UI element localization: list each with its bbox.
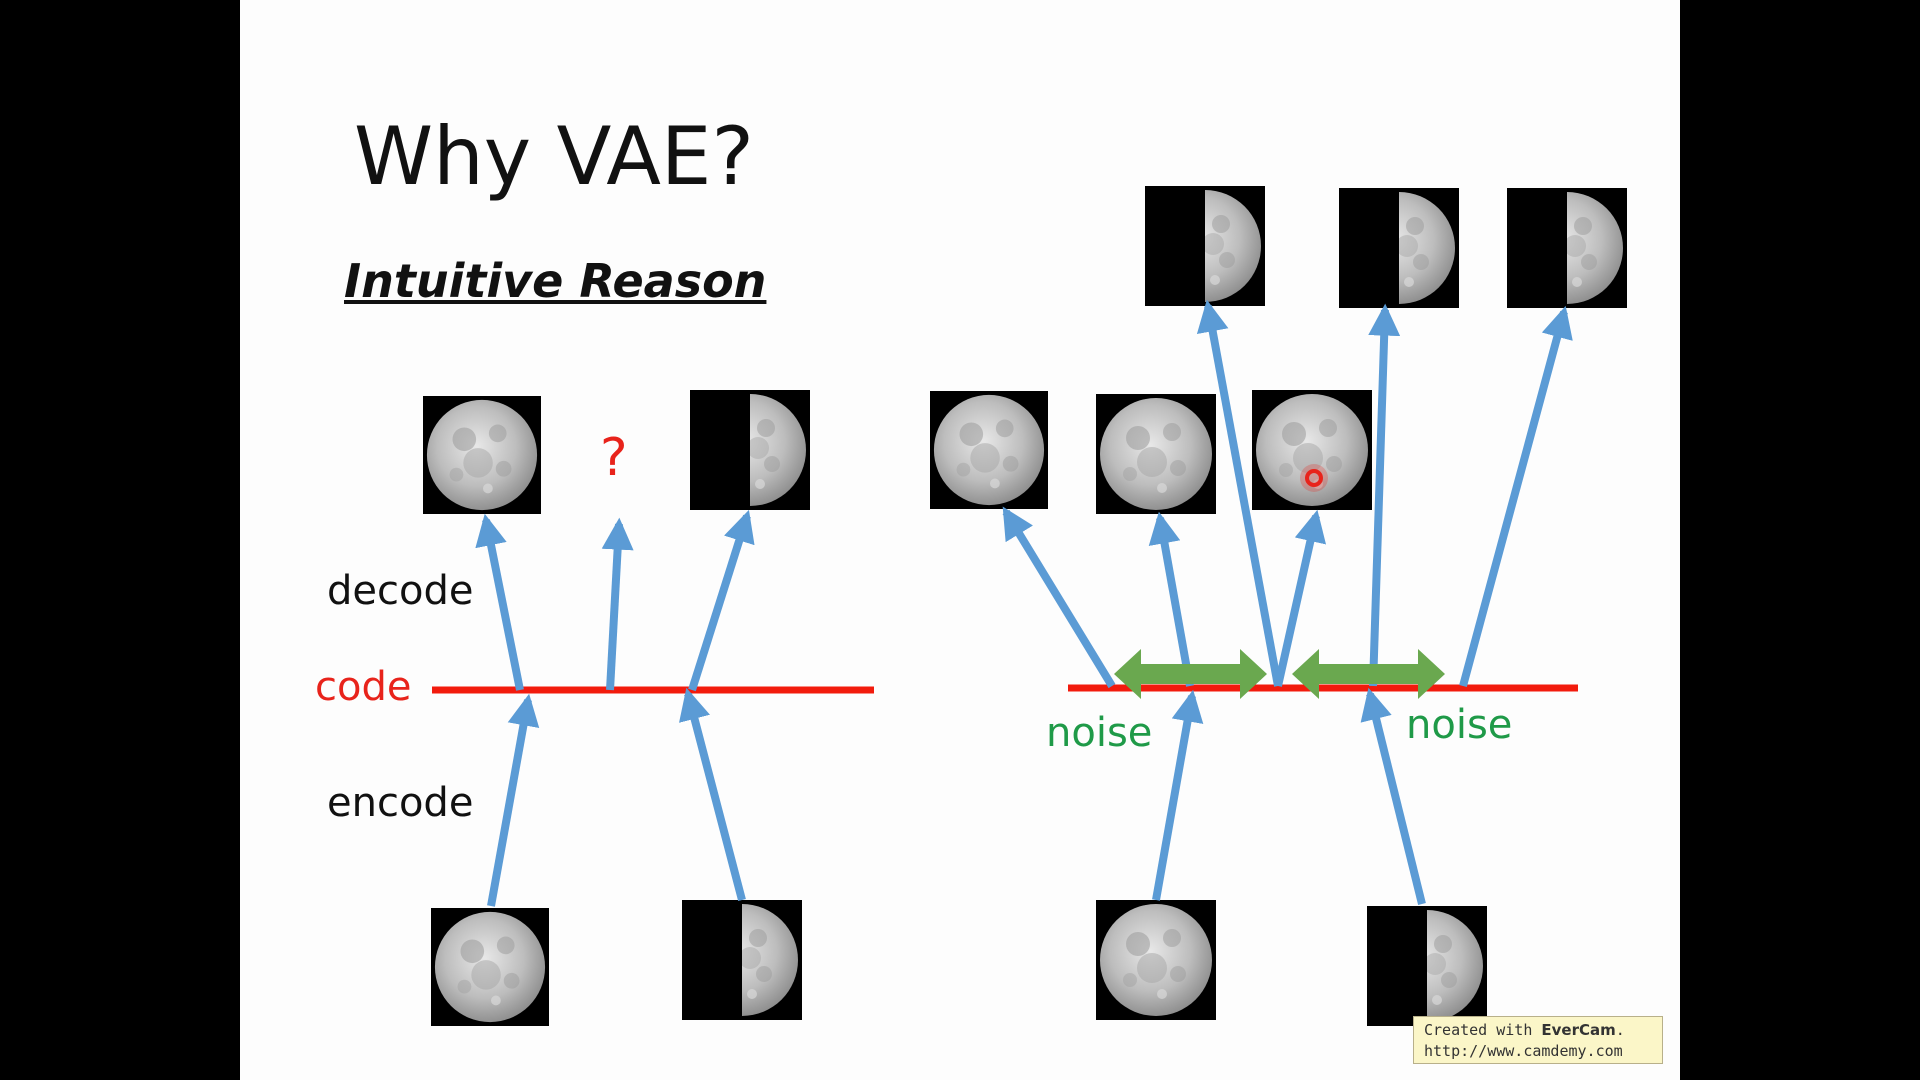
decode-arrow-r5 (1368, 303, 1401, 687)
encode-arrow-r2 (1360, 687, 1426, 905)
question-mark: ? (600, 428, 628, 488)
encode-arrow-1 (487, 693, 540, 907)
decode-arrow-2 (601, 517, 634, 691)
moon-half-input-right (1367, 906, 1487, 1026)
cursor-marker (1305, 469, 1323, 487)
slide-title: Why VAE? (354, 110, 754, 203)
left-arrows (475, 509, 755, 907)
noise-arrow-right (1292, 649, 1445, 699)
evercam-watermark[interactable]: Created with EverCam. http://www.camdemy… (1413, 1016, 1663, 1064)
decode-arrow-r4 (1274, 509, 1327, 687)
decode-arrow-3 (688, 509, 755, 692)
watermark-url[interactable]: http://www.camdemy.com (1424, 1042, 1623, 1060)
encode-arrow-2 (679, 687, 746, 902)
moon-half-decoded (690, 390, 810, 510)
right-arrows (1002, 299, 1573, 905)
encode-arrow-r1 (1152, 689, 1204, 901)
decode-arrow-r6 (1459, 305, 1573, 688)
moon-half-top-1 (1145, 186, 1265, 306)
moon-full-mid-2 (1096, 394, 1216, 514)
moon-full-decoded (423, 396, 541, 514)
decode-arrow-1 (475, 513, 524, 691)
decode-arrow-r3 (1196, 299, 1282, 687)
noise-label-right: noise (1406, 702, 1513, 748)
moon-half-top-2 (1339, 188, 1459, 308)
moon-half-top-3 (1507, 188, 1627, 308)
moon-full-input-right (1096, 900, 1216, 1020)
code-label: code (315, 664, 412, 710)
moon-full-mid-1 (930, 391, 1048, 509)
decode-label: decode (327, 568, 474, 614)
moon-full-mid-3 (1252, 390, 1372, 510)
noise-arrow-left (1114, 649, 1267, 699)
noise-arrows (1114, 649, 1445, 699)
decode-arrow-r2 (1148, 511, 1194, 687)
noise-label-left: noise (1046, 710, 1153, 756)
moon-full-input (431, 908, 549, 1026)
watermark-brand: EverCam (1541, 1021, 1616, 1039)
decode-arrow-r1 (1002, 506, 1116, 689)
encode-label: encode (327, 780, 474, 826)
moon-half-input (682, 900, 802, 1020)
slide-subtitle: Intuitive Reason (344, 254, 767, 308)
